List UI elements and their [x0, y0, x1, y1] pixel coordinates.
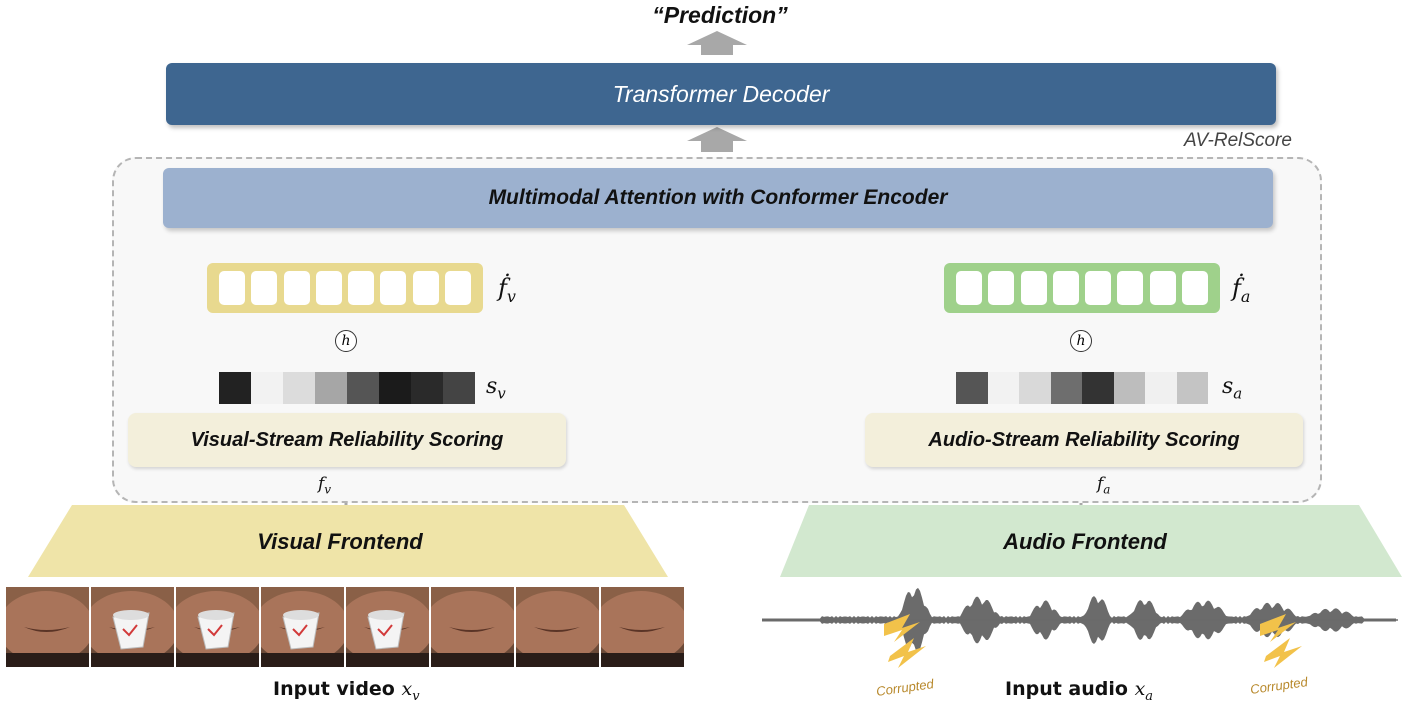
score-cell [1176, 372, 1208, 404]
feature-cell [348, 271, 375, 305]
av-relscore-label: AV-RelScore [1183, 130, 1292, 151]
feature-cell [380, 271, 407, 305]
multimodal-encoder-box: Multimodal Attention with Conformer Enco… [163, 168, 1273, 228]
score-cell [987, 372, 1019, 404]
feature-cell [315, 271, 342, 305]
corruption-lightning-icon [1260, 614, 1302, 668]
visual-scoring-label: Visual-Stream Reliability Scoring [190, 428, 504, 451]
audio-hadamard-operator: h [1070, 330, 1092, 352]
score-cell [315, 372, 347, 404]
video-frame [91, 587, 174, 667]
audio-score-symbol: sa [1222, 374, 1243, 403]
audio-feature-vector [944, 263, 1220, 313]
video-frame [516, 587, 599, 667]
visual-frontend-label: Visual Frontend [257, 529, 423, 554]
score-cell [1019, 372, 1051, 404]
feature-cell [1117, 271, 1144, 305]
video-frame [431, 587, 514, 667]
multimodal-encoder-label: Multimodal Attention with Conformer Enco… [488, 186, 948, 209]
score-cell [411, 372, 443, 404]
frontend-layer [28, 505, 1402, 577]
input-video-frames [6, 587, 684, 667]
corruption-lightning-icon [884, 614, 926, 668]
feature-cell [988, 271, 1015, 305]
input-video-caption: Input video xv [273, 678, 420, 704]
visual-score-symbol: sv [486, 374, 506, 403]
feature-cell [1020, 271, 1047, 305]
block-arrow-up-decoder [687, 127, 747, 152]
audio-scoring-label: Audio-Stream Reliability Scoring [928, 428, 1240, 451]
score-cell [443, 372, 475, 404]
video-frame [6, 587, 89, 667]
input-audio-waveform [762, 587, 1398, 653]
score-cell [956, 372, 988, 404]
prediction-label: “Prediction” [652, 1, 788, 28]
score-cell [283, 372, 315, 404]
feature-cell [956, 271, 983, 305]
feature-cell [283, 271, 310, 305]
feature-cell [444, 271, 471, 305]
audio-feature-symbol: ḟa [1232, 274, 1251, 306]
feature-cell [219, 271, 246, 305]
feature-cell [1085, 271, 1112, 305]
feature-cell [412, 271, 439, 305]
video-frame [176, 587, 259, 667]
audio-input-feature-symbol: fa [1097, 474, 1111, 497]
input-audio-caption: Input audio xa [1005, 678, 1154, 704]
feature-cell [1149, 271, 1176, 305]
transformer-decoder-box: Transformer Decoder [166, 63, 1276, 125]
visual-hadamard-operator: h [335, 330, 357, 352]
video-frame [261, 587, 344, 667]
video-frame [601, 587, 684, 667]
score-cell [1082, 372, 1114, 404]
score-cell [379, 372, 411, 404]
visual-feature-symbol: ḟv [498, 274, 516, 306]
feature-cell [1181, 271, 1208, 305]
score-cell [251, 372, 283, 404]
audio-scoring-box: Audio-Stream Reliability Scoring [865, 413, 1303, 467]
audio-frontend-label: Audio Frontend [1003, 529, 1167, 554]
score-cell [219, 372, 251, 404]
score-cell [347, 372, 379, 404]
transformer-decoder-label: Transformer Decoder [612, 80, 830, 107]
block-arrow-up-prediction [687, 31, 747, 55]
feature-cell [1052, 271, 1079, 305]
visual-feature-vector [207, 263, 483, 313]
visual-scoring-box: Visual-Stream Reliability Scoring [128, 413, 566, 467]
score-cell [1145, 372, 1177, 404]
visual-frontend-shape [28, 505, 668, 577]
video-frame [346, 587, 429, 667]
feature-cell [251, 271, 278, 305]
audio-frontend-shape [780, 505, 1402, 577]
audio-score-bar [956, 372, 1208, 404]
score-cell [1113, 372, 1145, 404]
visual-input-feature-symbol: fv [318, 474, 332, 497]
visual-score-bar [219, 372, 475, 404]
score-cell [1050, 372, 1082, 404]
